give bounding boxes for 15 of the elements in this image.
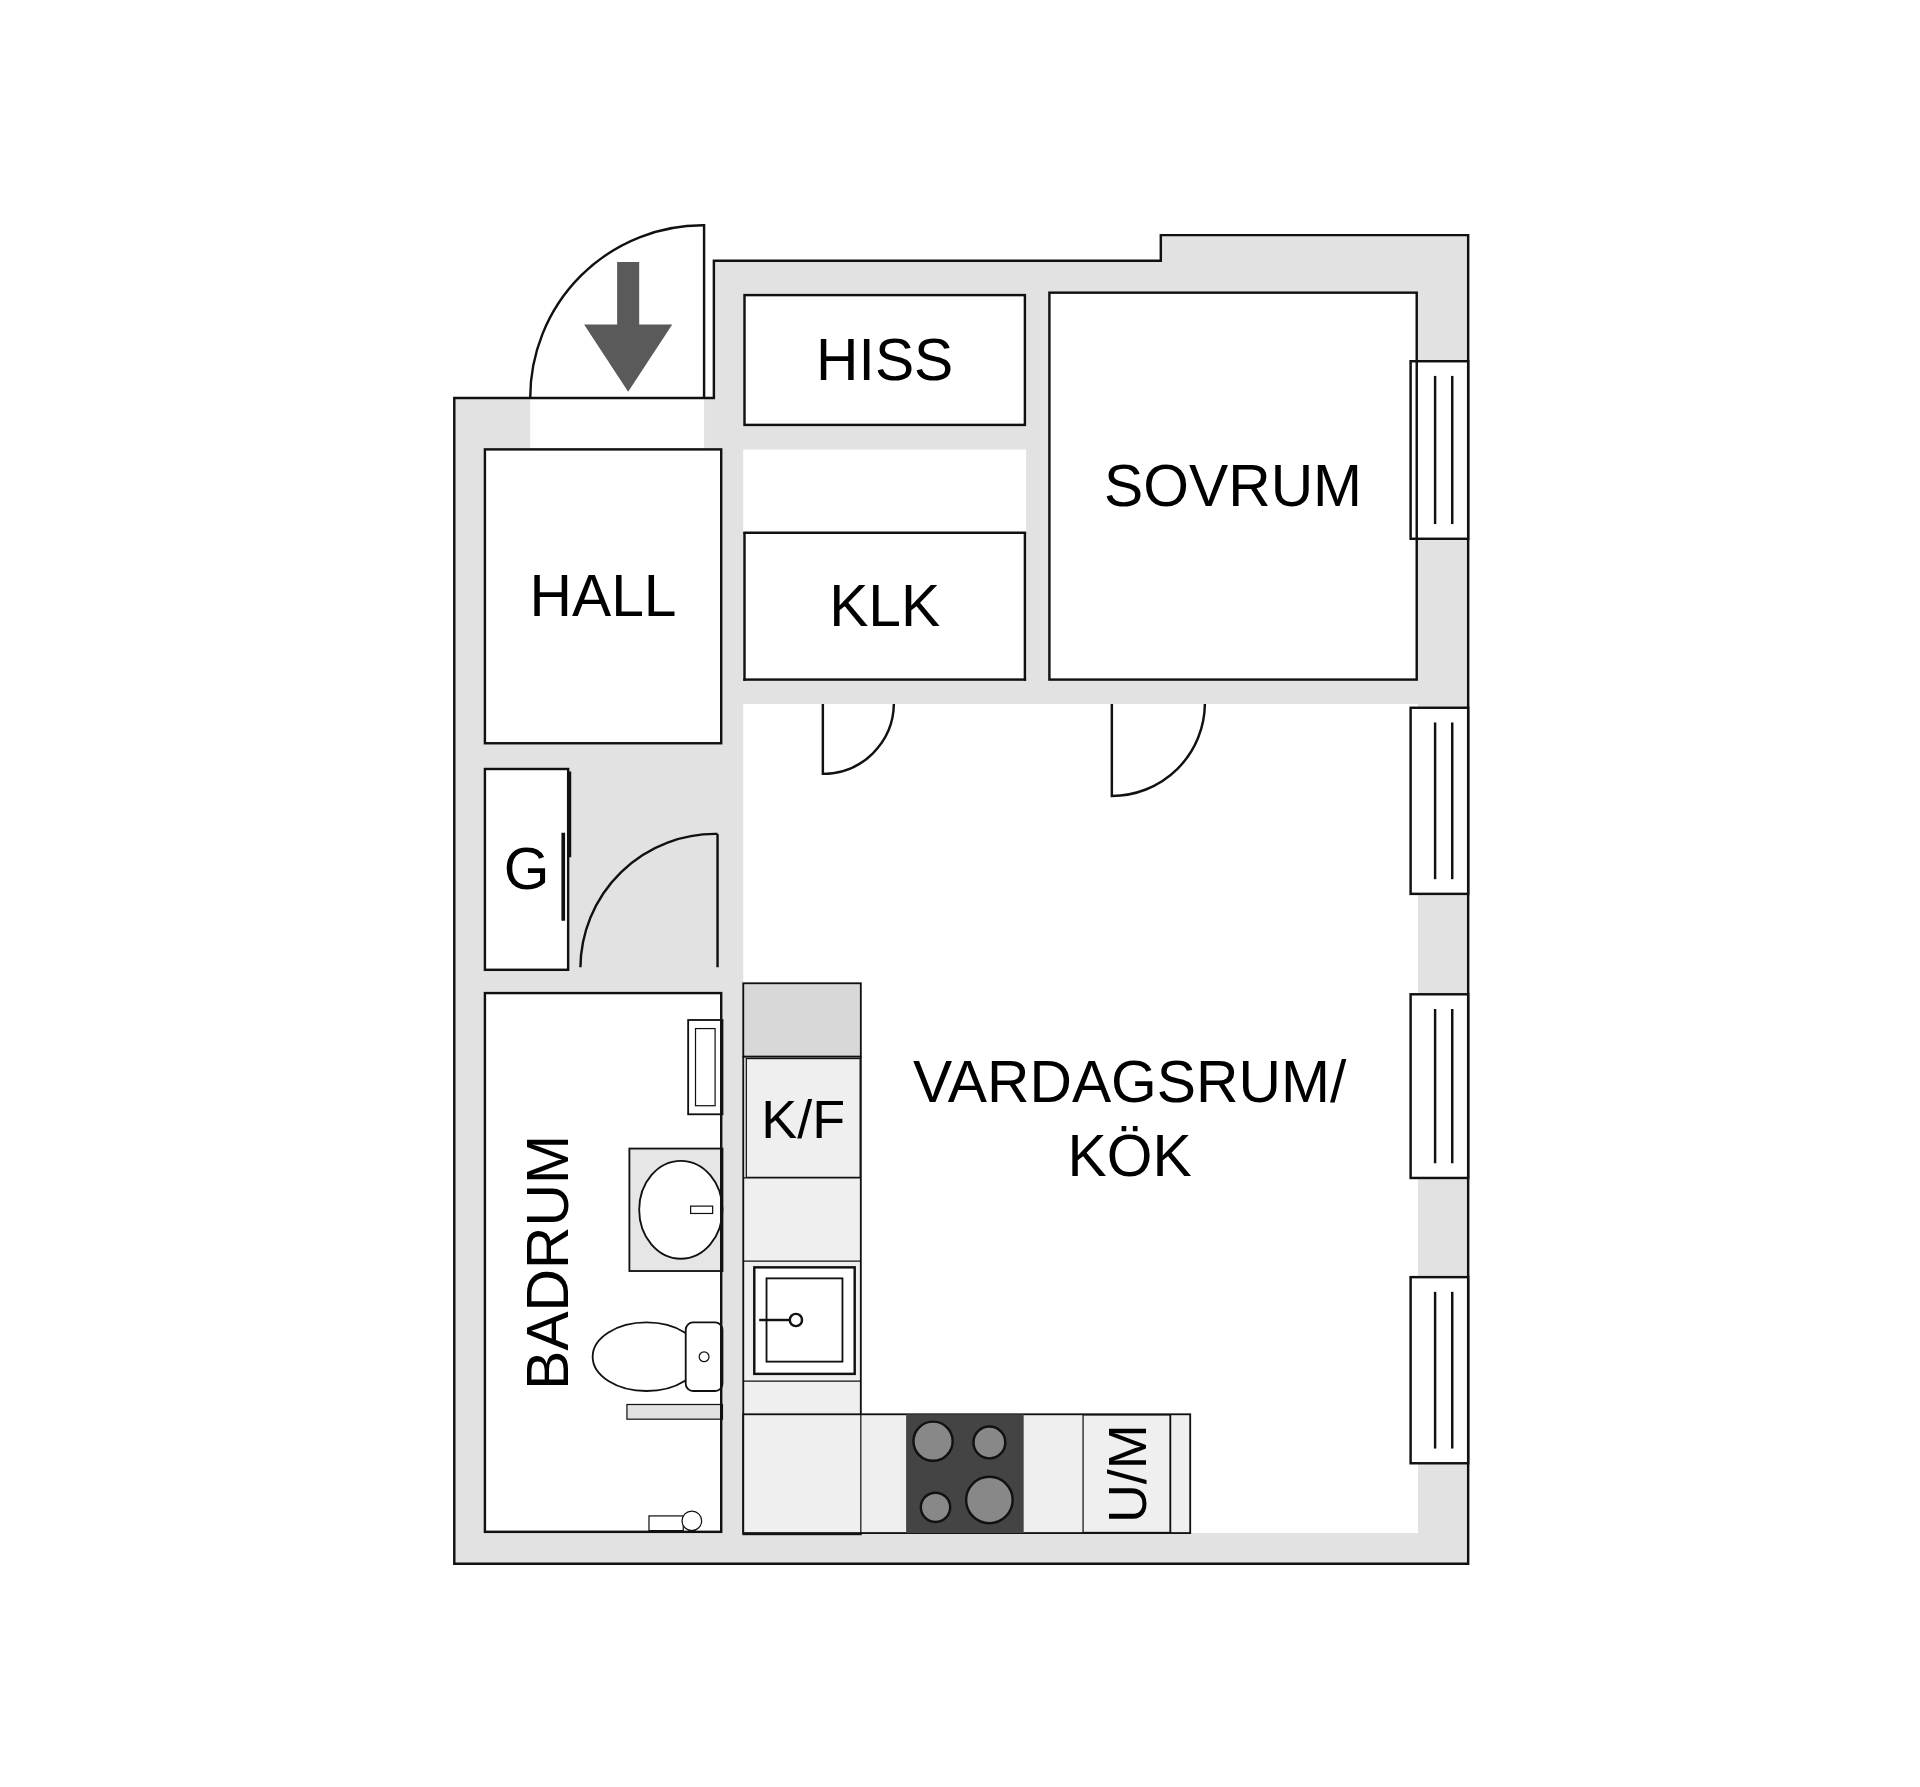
room-outline [483, 767, 570, 971]
room-label: HISS [816, 325, 954, 394]
room-outline [483, 448, 723, 745]
appliance-label: K/F [761, 1086, 846, 1150]
appliance-label: U/M [1095, 1424, 1158, 1524]
room-outline [743, 532, 1027, 681]
room-label: G [503, 835, 550, 904]
room-label: VARDAGSRUM/ KÖK [911, 1047, 1348, 1190]
room-label: SOVRUM [1104, 452, 1363, 520]
room-outline [743, 293, 1027, 427]
room-outline [483, 991, 723, 1534]
room-label: HALL [529, 562, 677, 631]
room-outline [1048, 291, 1418, 681]
room-label: BADRUM [513, 1135, 581, 1390]
room-label: KLK [829, 571, 941, 640]
